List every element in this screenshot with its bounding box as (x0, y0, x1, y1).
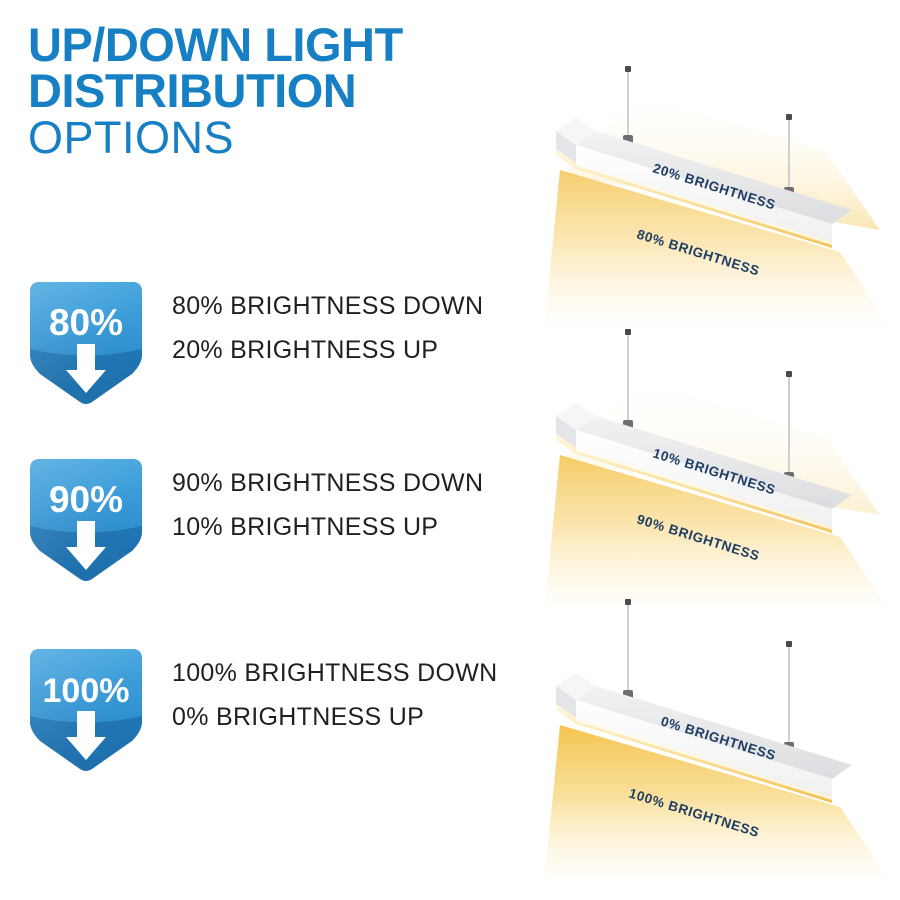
option-line-down: 100% BRIGHTNESS DOWN (172, 659, 498, 687)
down-glow (544, 455, 892, 615)
option-line-up: 20% BRIGHTNESS UP (172, 336, 439, 364)
option-row: 100% 100% BRIGHTNESS DOWN 0% BRIGHTNESS … (0, 645, 560, 775)
left-column: UP/DOWN LIGHT DISTRIBUTION OPTIONS (0, 18, 560, 775)
option-line-down: 80% BRIGHTNESS DOWN (172, 292, 484, 320)
down-arrow-icon (66, 711, 106, 760)
title-line-2: DISTRIBUTION (28, 63, 357, 117)
option-line-up: 10% BRIGHTNESS UP (172, 513, 439, 541)
light-fixture-illustration: 10% BRIGHTNESS 90% BRIGHTNESS (540, 315, 900, 615)
option-text: 100% BRIGHTNESS DOWN 0% BRIGHTNESS UP (172, 645, 498, 730)
fixture-svg: 10% BRIGHTNESS 90% BRIGHTNESS (544, 329, 892, 615)
shield-badge-icon: 90% (30, 459, 142, 581)
badge-percent-label: 80% (49, 302, 123, 343)
option-row: 80% 80% BRIGHTNESS DOWN 20% BRIGHTNESS U… (0, 278, 560, 408)
right-column: 20% BRIGHTNESS 80% BRIGHTNESS (540, 0, 900, 900)
fixture-body (556, 118, 852, 248)
option-text: 80% BRIGHTNESS DOWN 20% BRIGHTNESS UP (172, 278, 483, 363)
percent-badge: 100% (22, 645, 150, 773)
option-line-up: 0% BRIGHTNESS UP (172, 703, 425, 731)
down-arrow-icon (66, 344, 106, 393)
fixture-body (556, 673, 852, 803)
down-glow (544, 170, 892, 330)
fixture-body (556, 403, 852, 533)
light-fixture-illustration: 0% BRIGHTNESS 100% BRIGHTNESS (540, 585, 900, 885)
light-fixture-illustration: 20% BRIGHTNESS 80% BRIGHTNESS (540, 30, 900, 330)
percent-badge: 80% (22, 278, 150, 406)
fixture-svg: 20% BRIGHTNESS 80% BRIGHTNESS (544, 66, 892, 330)
option-line-down: 90% BRIGHTNESS DOWN (172, 469, 484, 497)
down-arrow-icon (66, 521, 106, 570)
shield-badge-icon: 80% (30, 282, 142, 404)
fixture-svg: 0% BRIGHTNESS 100% BRIGHTNESS (544, 599, 892, 885)
percent-badge: 90% (22, 455, 150, 583)
title-line-3: OPTIONS (28, 112, 235, 164)
badge-percent-label: 100% (43, 672, 130, 710)
page-title: UP/DOWN LIGHT DISTRIBUTION OPTIONS (28, 18, 538, 164)
option-row: 90% 90% BRIGHTNESS DOWN 10% BRIGHTNESS U… (0, 455, 560, 585)
down-glow (544, 725, 892, 885)
title-line-1: UP/DOWN LIGHT (28, 18, 403, 71)
shield-badge-icon: 100% (30, 649, 142, 771)
option-text: 90% BRIGHTNESS DOWN 10% BRIGHTNESS UP (172, 455, 483, 540)
badge-percent-label: 90% (49, 479, 123, 520)
